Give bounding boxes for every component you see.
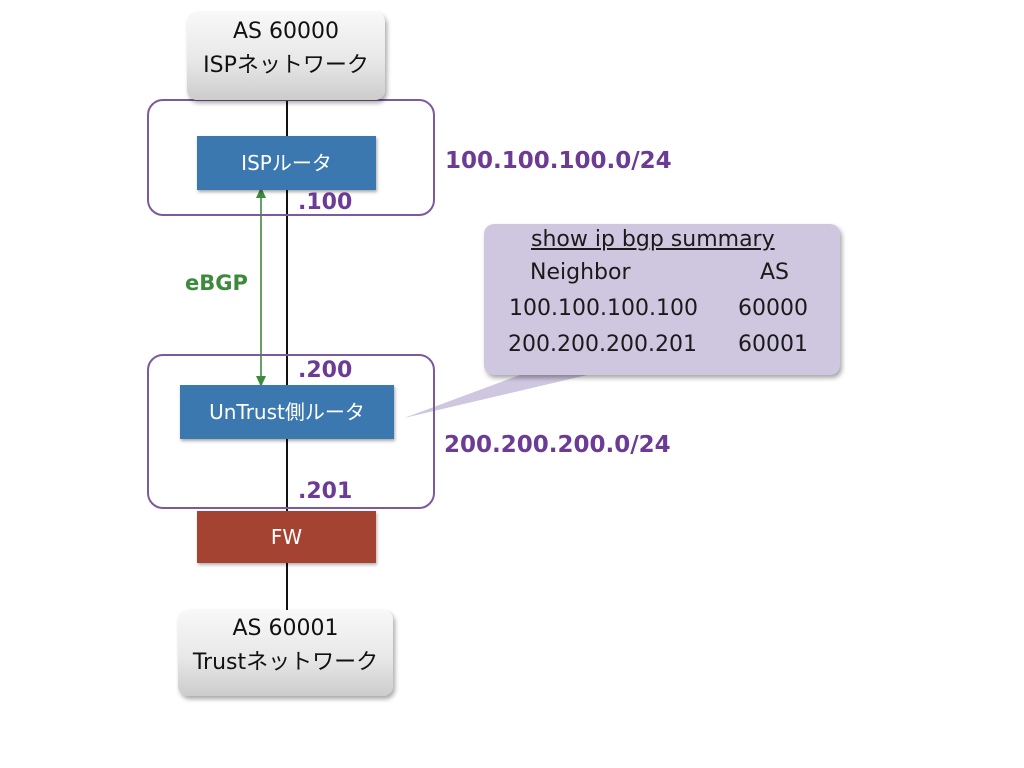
isp-network-box: AS 60000 ISPネットワーク xyxy=(187,12,385,100)
neighbor-cell: 100.100.100.100 xyxy=(509,296,698,321)
neighbor-column-header: Neighbor xyxy=(530,260,631,285)
as-cell: 60000 xyxy=(738,296,808,321)
subnet-frame-isp xyxy=(147,99,435,216)
untrust-subnet-label: 200.200.200.0/24 xyxy=(444,432,671,458)
isp-router-ip-label: .100 xyxy=(298,190,353,215)
untrust-router-upper-ip-label: .200 xyxy=(298,358,353,383)
ebgp-peering-arrow xyxy=(256,187,266,387)
trust-as-number: AS 60001 xyxy=(232,616,339,641)
ebgp-label: eBGP xyxy=(185,271,248,295)
subnet-frame-untrust xyxy=(147,354,435,509)
bgp-summary-callout: show ip bgp summary Neighbor AS 100.100.… xyxy=(484,224,840,375)
trust-network-name: Trustネットワーク xyxy=(192,650,379,675)
isp-router: ISPルータ xyxy=(197,136,376,190)
callout-pointer xyxy=(404,372,600,418)
isp-subnet-label: 100.100.100.0/24 xyxy=(445,148,672,174)
isp-as-number: AS 60000 xyxy=(233,19,339,44)
as-column-header: AS xyxy=(760,260,790,285)
callout-title: show ip bgp summary xyxy=(531,227,775,252)
untrust-router-lower-ip-label: .201 xyxy=(298,479,353,504)
trust-network-box: AS 60001 Trustネットワーク xyxy=(178,610,393,696)
untrust-router: UnTrust側ルータ xyxy=(180,385,394,439)
as-cell: 60001 xyxy=(738,332,808,357)
isp-network-name: ISPネットワーク xyxy=(203,53,369,78)
neighbor-cell: 200.200.200.201 xyxy=(508,332,697,357)
firewall-box: FW xyxy=(197,511,376,563)
